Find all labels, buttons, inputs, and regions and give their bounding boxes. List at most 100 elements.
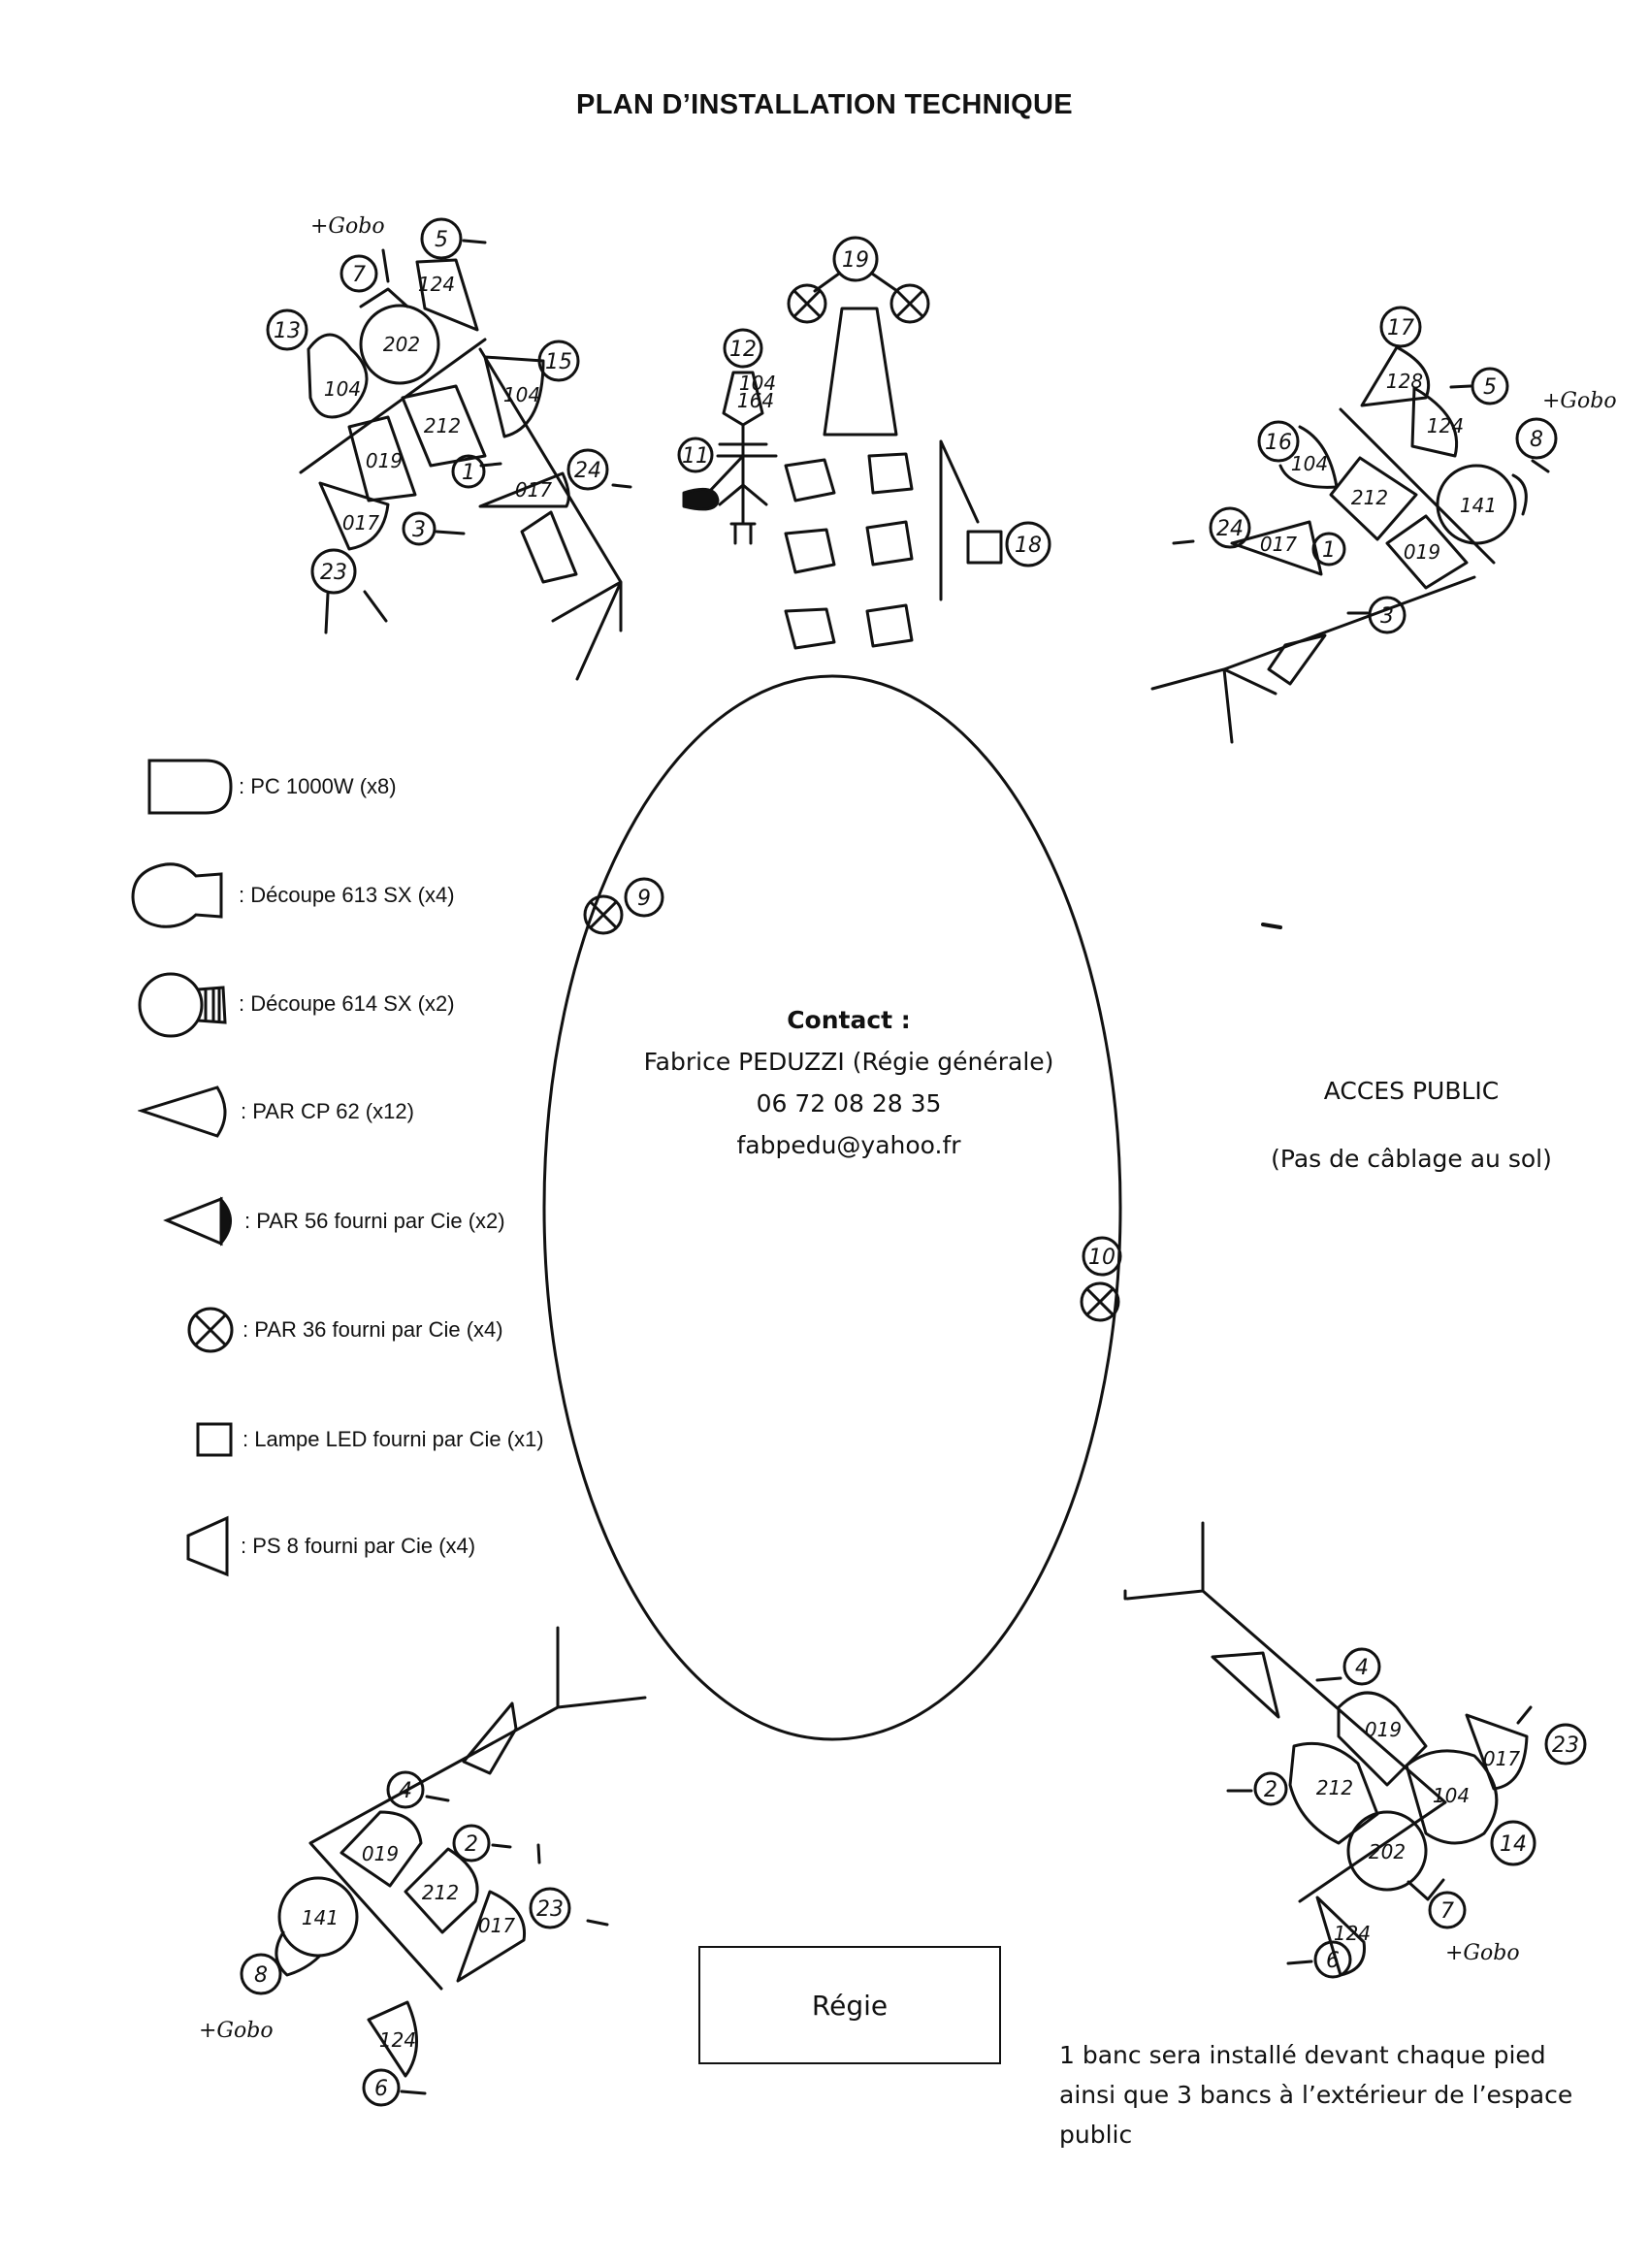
gel-label: 212 xyxy=(1351,486,1388,509)
gel-label: 124 xyxy=(418,273,455,296)
ps8-icon xyxy=(186,1515,229,1577)
fixture-number: 12 xyxy=(729,338,757,362)
fixture-number: 7 xyxy=(352,263,366,287)
fixture-number: 5 xyxy=(1483,375,1497,400)
gobo-label: +Gobo xyxy=(1445,1941,1520,1965)
gel-label: 202 xyxy=(383,333,420,356)
fixture-number: 18 xyxy=(1015,534,1042,558)
gel-label: 019 xyxy=(366,449,403,472)
tree-bottom-right: 4 019 2 212 017 23 104 14 202 7 +Gobo 12… xyxy=(1123,1521,1587,1979)
gobo-label: +Gobo xyxy=(199,2019,274,2043)
fixture-number: 4 xyxy=(1355,1656,1369,1680)
gel-label: 104 xyxy=(1433,1784,1470,1807)
tree-top-left: 5 7 +Gobo 124 202 13 104 212 104 15 019 … xyxy=(266,214,632,681)
fixture-number: 10 xyxy=(1088,1246,1116,1270)
fixture-number: 1 xyxy=(462,461,475,485)
legend-pc-1000w: : PC 1000W (x8) xyxy=(144,757,397,817)
gel-label: 017 xyxy=(342,511,379,535)
gel-label: 124 xyxy=(379,2028,416,2052)
gel-label: 212 xyxy=(1316,1776,1353,1799)
contact-block: Contact : Fabrice PEDUZZI (Régie général… xyxy=(592,999,1106,1166)
gobo-label: +Gobo xyxy=(310,214,385,239)
center-stage-group: 19 12 104 164 11 xyxy=(677,236,1051,650)
gel-label: 124 xyxy=(1334,1922,1371,1945)
fixture-number: 23 xyxy=(320,561,347,585)
fixture-number: 2 xyxy=(465,1832,478,1857)
fixture-number: 16 xyxy=(1265,431,1292,455)
page-title: PLAN D’INSTALLATION TECHNIQUE xyxy=(576,89,1073,120)
fixture-number: 7 xyxy=(1440,1899,1454,1924)
par-36-icon xyxy=(187,1307,234,1353)
legend-label: : Découpe 613 SX (x4) xyxy=(239,883,455,907)
legend-label: : PC 1000W (x8) xyxy=(239,774,397,798)
contact-title: Contact : xyxy=(787,1006,911,1034)
fixture-number: 4 xyxy=(399,1779,412,1803)
fixture-number: 5 xyxy=(435,228,448,252)
regie-box: Régie xyxy=(698,1946,1001,2064)
fixture-number: 24 xyxy=(574,459,601,483)
legend-lampe-led: : Lampe LED fourni par Cie (x1) xyxy=(194,1409,544,1470)
contact-phone: 06 72 08 28 35 xyxy=(756,1089,942,1118)
gel-label: 019 xyxy=(362,1842,399,1865)
benches-note: 1 banc sera installé devant chaque pied … xyxy=(1059,2041,1573,2149)
gel-label: 019 xyxy=(1404,540,1440,564)
gel-label: 017 xyxy=(1483,1747,1520,1770)
par36-fixture xyxy=(787,283,827,324)
par-cp62-icon xyxy=(138,1085,227,1138)
gel-label: 104 xyxy=(324,377,361,401)
fixture-number: 3 xyxy=(412,518,426,542)
gel-label: 202 xyxy=(1369,1840,1406,1863)
fixture-number: 1 xyxy=(1322,538,1336,563)
side-par36-10: 10 xyxy=(1080,1236,1122,1322)
gel-label: 124 xyxy=(1427,414,1464,437)
gel-label: 017 xyxy=(1260,533,1297,556)
fixture-number: 15 xyxy=(545,350,572,374)
ps8-fixture xyxy=(823,307,898,437)
fixture-number: 14 xyxy=(1500,1832,1527,1857)
led-lamp-fixture xyxy=(966,530,1003,565)
gel-label: 164 xyxy=(737,389,774,412)
fixture-number: 23 xyxy=(1552,1733,1579,1758)
gel-label: 017 xyxy=(515,478,552,502)
legend-label: : Lampe LED fourni par Cie (x1) xyxy=(242,1427,544,1451)
par56-fixture xyxy=(682,487,720,511)
legend-label: : PAR CP 62 (x12) xyxy=(241,1099,414,1123)
fixture-number: 8 xyxy=(1530,428,1543,452)
decoupe-613-icon xyxy=(131,862,223,928)
fixture-number: 19 xyxy=(842,248,869,273)
legend-par-36: : PAR 36 fourni par Cie (x4) xyxy=(184,1300,503,1360)
fixture-number: 8 xyxy=(254,1963,268,1988)
regie-label: Régie xyxy=(811,1989,889,2022)
gel-label: 212 xyxy=(422,1881,459,1904)
par-56-icon xyxy=(163,1196,232,1247)
public-access-note: (Pas de câblage au sol) xyxy=(1271,1145,1552,1173)
legend-decoupe-613: : Découpe 613 SX (x4) xyxy=(128,862,455,928)
gel-label: 019 xyxy=(1365,1718,1402,1741)
fixture-number: 13 xyxy=(274,319,301,343)
lampe-led-icon xyxy=(196,1422,233,1457)
pc-1000w-icon xyxy=(147,759,233,815)
fixture-number: 24 xyxy=(1216,517,1244,541)
gel-label: 141 xyxy=(302,1906,339,1929)
fixture-number: 2 xyxy=(1264,1778,1277,1802)
gel-label: 104 xyxy=(503,383,540,406)
fixture-number: 6 xyxy=(1326,1949,1340,1973)
public-access-title: ACCES PUBLIC xyxy=(1323,1077,1500,1105)
tree-top-right: 17 128 5 +Gobo 124 8 141 16 104 212 24 0… xyxy=(1150,306,1617,744)
contact-email: fabpedu@yahoo.fr xyxy=(736,1131,961,1159)
fixture-number: 3 xyxy=(1380,604,1394,629)
par36-fixture xyxy=(889,283,930,324)
gel-label: 141 xyxy=(1460,494,1497,517)
fixture-number: 6 xyxy=(374,2077,388,2101)
decoupe-614-icon xyxy=(138,972,227,1038)
side-par36-9: 9 xyxy=(583,877,664,935)
fixture-number: 23 xyxy=(536,1897,564,1922)
gel-label: 104 xyxy=(739,372,776,395)
fixture-number: 11 xyxy=(682,444,709,469)
legend-ps8: : PS 8 fourni par Cie (x4) xyxy=(180,1515,475,1577)
legend-label: : Découpe 614 SX (x2) xyxy=(239,991,455,1016)
gel-label: 017 xyxy=(478,1914,515,1937)
performance-area xyxy=(542,674,1122,1741)
gobo-label: +Gobo xyxy=(1542,389,1617,413)
